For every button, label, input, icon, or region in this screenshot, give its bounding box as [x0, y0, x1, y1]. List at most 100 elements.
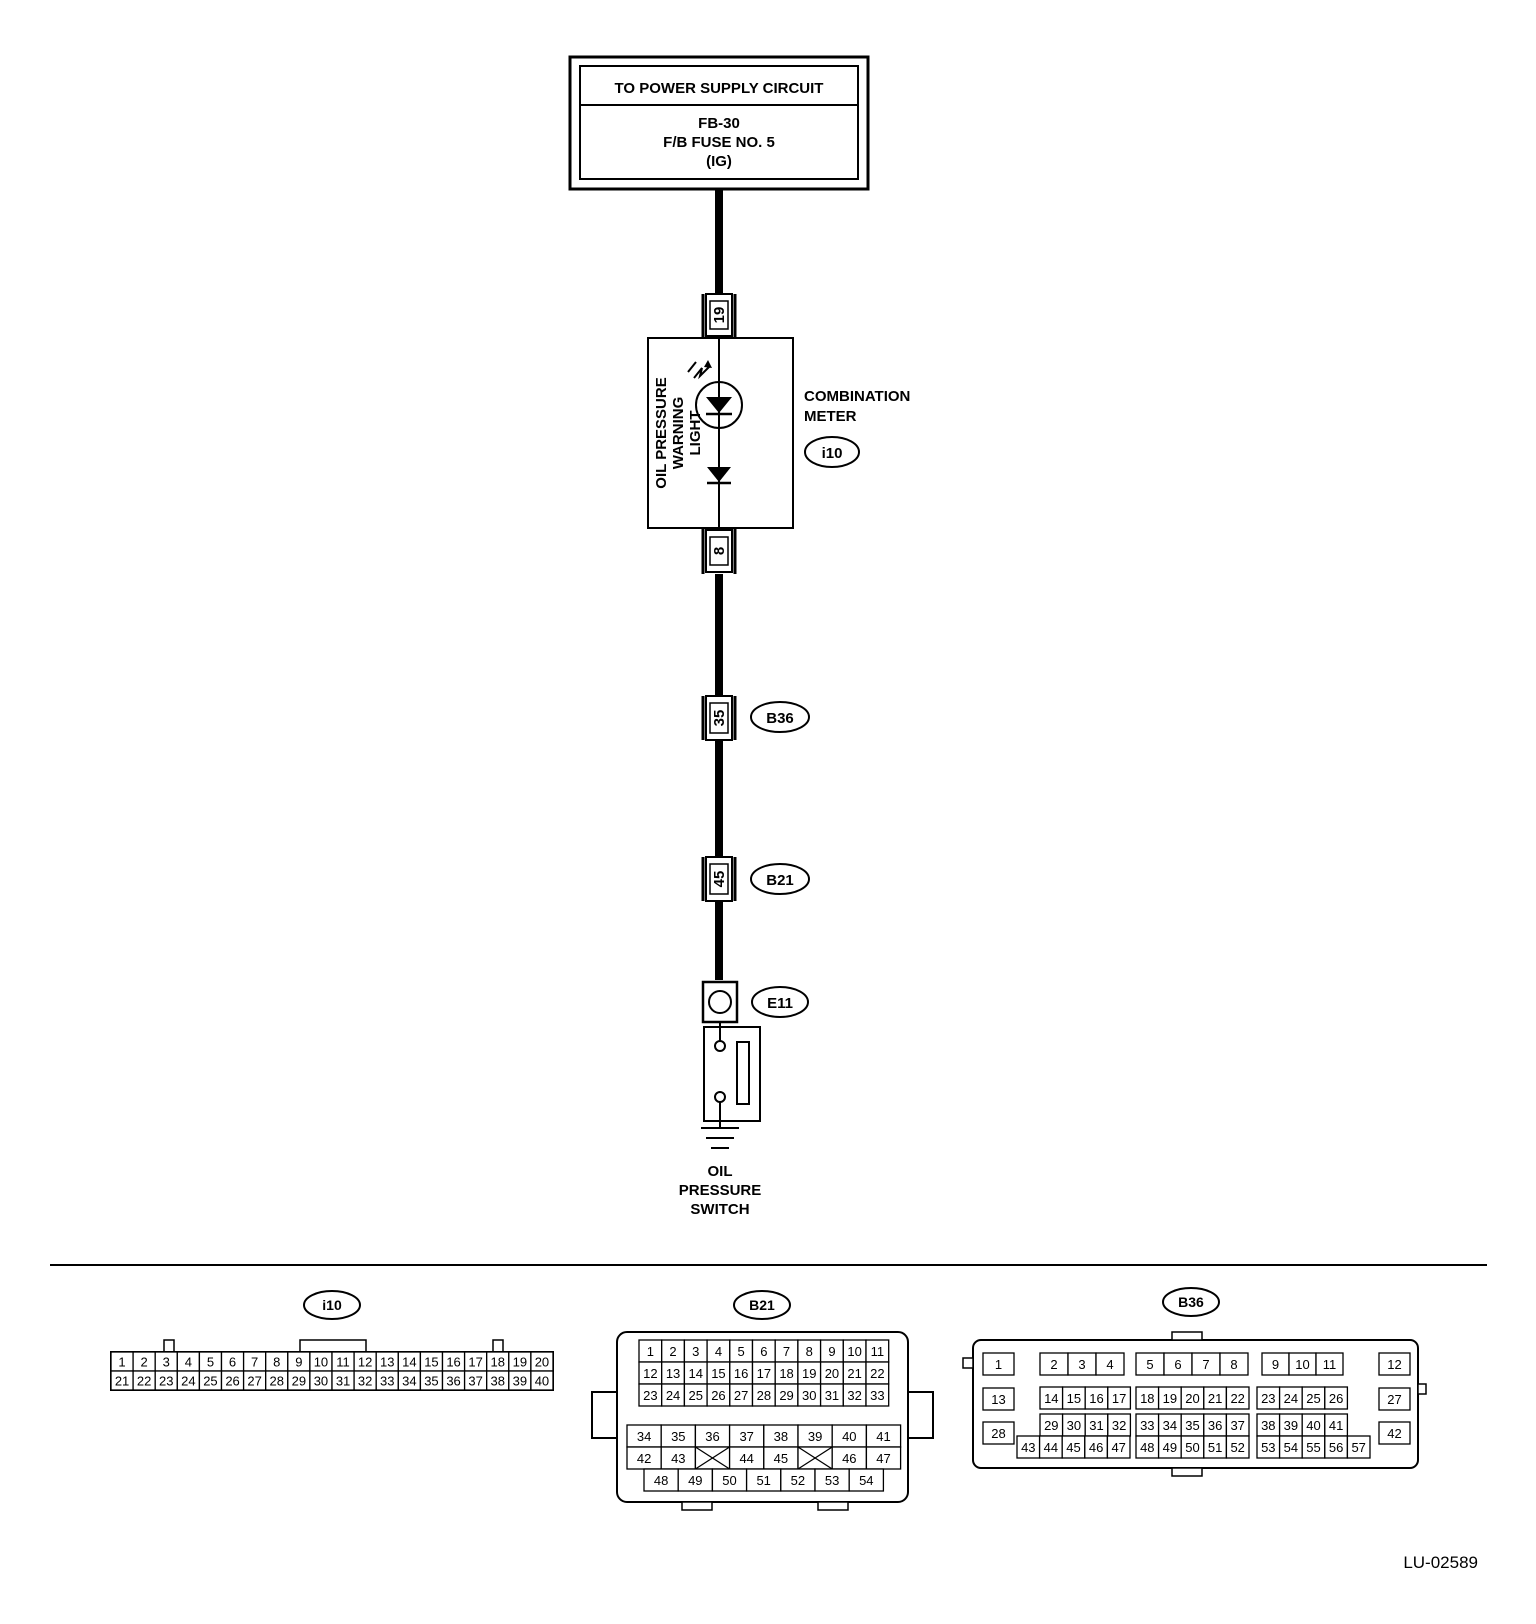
- pin-number: 28: [991, 1426, 1005, 1441]
- pin-number: 12: [358, 1355, 372, 1370]
- pin-number: 42: [637, 1451, 651, 1466]
- b36-view-tag-label: B36: [1178, 1294, 1204, 1310]
- pin-number: 35: [1185, 1418, 1199, 1433]
- pin-number: 40: [842, 1429, 856, 1444]
- i10-view-tag-label: i10: [322, 1297, 342, 1313]
- b36-pin: [1095, 1352, 1125, 1376]
- pin-number: 21: [847, 1366, 861, 1381]
- pin-number: 31: [825, 1388, 839, 1403]
- power-box-line2: F/B FUSE NO. 5: [663, 134, 775, 151]
- pin-number: 49: [1163, 1440, 1177, 1455]
- pin-number: 27: [734, 1388, 748, 1403]
- b21-joint: 45 B21: [701, 856, 810, 902]
- pin-number: 26: [225, 1374, 239, 1389]
- pin-number: 7: [251, 1355, 258, 1370]
- b36-connector-tag: [750, 701, 810, 733]
- pin-number: 48: [1140, 1440, 1154, 1455]
- pin-number: 3: [1078, 1357, 1085, 1372]
- pin-number: 15: [424, 1355, 438, 1370]
- terminal-pin-8: 8: [701, 528, 737, 574]
- pin-number: 12: [1387, 1357, 1401, 1372]
- b36-pin: [1378, 1352, 1411, 1376]
- latch-key: [163, 1339, 175, 1353]
- pin-number: 33: [380, 1374, 394, 1389]
- b36-pin: [982, 1421, 1015, 1445]
- pin-number: 40: [1306, 1418, 1320, 1433]
- pin-number: 14: [1044, 1391, 1058, 1406]
- pin-19-label: 19: [711, 307, 728, 324]
- pin-number: 42: [1387, 1426, 1401, 1441]
- power-box-line1: FB-30: [698, 115, 740, 132]
- pin-number: 13: [666, 1366, 680, 1381]
- pin-number: 37: [739, 1429, 753, 1444]
- pin-number: 31: [1089, 1418, 1103, 1433]
- pin-number: 18: [779, 1366, 793, 1381]
- pin-number: 38: [1261, 1418, 1275, 1433]
- pin-number: 32: [358, 1374, 372, 1389]
- switch-label-3: SWITCH: [690, 1201, 749, 1218]
- pin-number: 30: [314, 1374, 328, 1389]
- pin-number: 56: [1329, 1440, 1343, 1455]
- latch-key: [299, 1339, 367, 1353]
- pin-number: 46: [1089, 1440, 1103, 1455]
- pin-number: 35: [424, 1374, 438, 1389]
- pin-number: 55: [1306, 1440, 1320, 1455]
- pin-number: 6: [760, 1344, 767, 1359]
- pin-number: 33: [1140, 1418, 1154, 1433]
- top-key: [1171, 1331, 1203, 1341]
- bottom-key: [1171, 1467, 1203, 1477]
- pin-number: 3: [163, 1355, 170, 1370]
- b21-pin: [865, 1383, 890, 1407]
- pin-number: 20: [535, 1355, 549, 1370]
- e11-tag-label: E11: [767, 995, 793, 1012]
- latch-key: [492, 1339, 504, 1353]
- pin-number: 25: [689, 1388, 703, 1403]
- pin-number: 24: [666, 1388, 680, 1403]
- pin-number: 4: [185, 1355, 192, 1370]
- pin-number: 24: [181, 1374, 195, 1389]
- pin-number: 6: [1174, 1357, 1181, 1372]
- pin-number: 41: [1329, 1418, 1343, 1433]
- e11-connector-tag: [751, 986, 809, 1018]
- pin-number: 13: [380, 1355, 394, 1370]
- pin-number: 52: [791, 1473, 805, 1488]
- pin-number: 50: [722, 1473, 736, 1488]
- pin-number: 51: [1208, 1440, 1222, 1455]
- pin-number: 34: [1163, 1418, 1177, 1433]
- b36-pin: [1225, 1435, 1250, 1459]
- b21-pin-label: 45: [711, 871, 728, 888]
- power-box-title: TO POWER SUPPLY CIRCUIT: [615, 80, 824, 97]
- pin-number: 8: [806, 1344, 813, 1359]
- pin-number: 36: [1208, 1418, 1222, 1433]
- pin-number: 34: [402, 1374, 416, 1389]
- pin-number: 52: [1230, 1440, 1244, 1455]
- pin-number: 23: [159, 1374, 173, 1389]
- pin-number: 37: [1230, 1418, 1244, 1433]
- pin-number: 16: [734, 1366, 748, 1381]
- pin-number: 7: [783, 1344, 790, 1359]
- pin-number: 5: [207, 1355, 214, 1370]
- pin-number: 32: [847, 1388, 861, 1403]
- pin-number: 47: [1111, 1440, 1125, 1455]
- pin-number: 13: [991, 1392, 1005, 1407]
- pin-number: 50: [1185, 1440, 1199, 1455]
- pin-number: 17: [1112, 1391, 1126, 1406]
- terminal-pin-19: 19: [701, 293, 737, 338]
- i10-pin: [530, 1370, 554, 1391]
- b36-pin: [1378, 1387, 1411, 1411]
- pin-number: 5: [738, 1344, 745, 1359]
- pin-number: 1: [647, 1344, 654, 1359]
- pin-number: 15: [711, 1366, 725, 1381]
- pin-number: 21: [1208, 1391, 1222, 1406]
- pin-number: 33: [870, 1388, 884, 1403]
- pin-number: 51: [756, 1473, 770, 1488]
- warning-light-label: OIL PRESSURE WARNING LIGHT: [653, 377, 704, 488]
- light-emission-icon: [687, 360, 712, 380]
- pin-number: 29: [292, 1374, 306, 1389]
- side-key: [962, 1357, 974, 1369]
- side-latch: [907, 1391, 934, 1439]
- light-label-1: OIL PRESSURE: [653, 377, 670, 488]
- warning-lamp-icon: [695, 381, 743, 429]
- pin-number: 11: [336, 1355, 350, 1370]
